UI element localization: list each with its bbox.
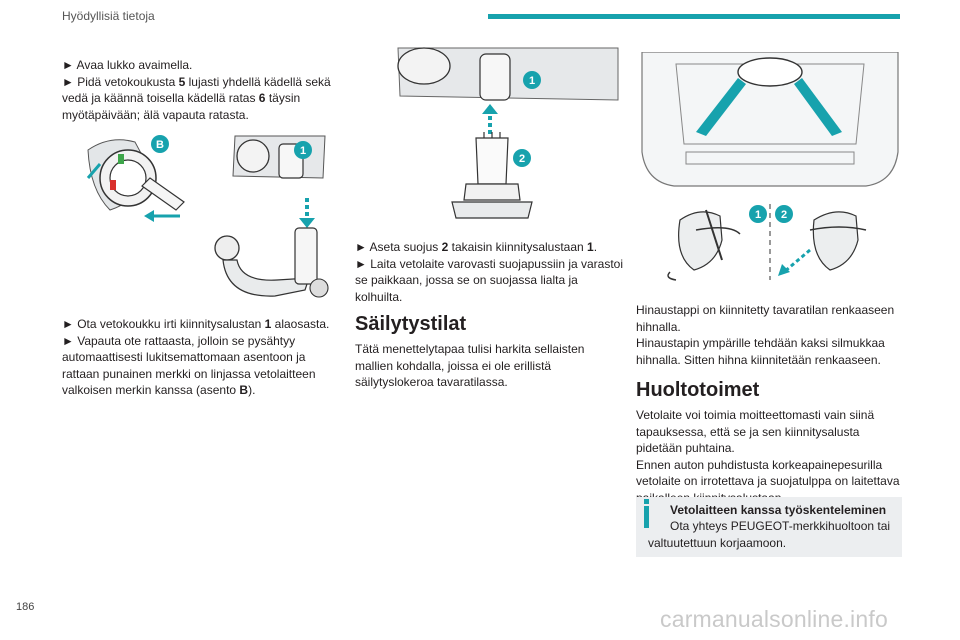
storage-body: Tätä menettelytapaa tulisi harkita sella…: [355, 342, 585, 389]
strap-loops-text: Hinaustapin ympärille tehdään kaksi silm…: [636, 336, 885, 367]
note-text: Ota yhteys PEUGEOT-merkkihuoltoon tai va…: [648, 519, 891, 550]
towbar-detach-figure: 1: [214, 135, 329, 298]
maintenance-heading: Huoltotoimet: [636, 379, 760, 401]
label-1: 1: [529, 75, 535, 87]
header-accent-bar: [488, 14, 900, 19]
tow-pin-strap-text: Hinaustappi on kiinnitetty tavaratilan r…: [636, 303, 895, 334]
col1-steps-top: ► Avaa lukko avaimella. ► Pidä vetokouku…: [62, 58, 331, 122]
col3-text: Hinaustappi on kiinnitetty tavaratilan r…: [636, 302, 904, 506]
label-2: 2: [781, 209, 787, 221]
label-b: B: [156, 139, 164, 151]
col2-steps: ► Aseta suojus 2 takaisin kiinnitysalust…: [355, 240, 624, 304]
col2-storage-section: Säilytystilat Tätä menettelytapaa tulisi…: [355, 312, 623, 391]
storage-heading: Säilytystilat: [355, 313, 467, 335]
header-title: Hyödyllisiä tietoja: [62, 9, 155, 23]
info-icon: [644, 499, 649, 528]
label-1: 1: [755, 209, 761, 221]
col1-steps-bottom: ► Ota vetokoukku irti kiinnitysalustan 1…: [62, 317, 330, 397]
strap-loops-figure: 1 2: [667, 204, 867, 281]
info-note: Vetolaitteen kanssa työskenteleminen Ota…: [636, 497, 902, 557]
page-number: 186: [16, 601, 35, 613]
luggage-compartment-figure: [641, 52, 899, 187]
maintenance-text-1: Vetolaite voi toimia moitteettomasti vai…: [636, 408, 875, 455]
note-title: Vetolaitteen kanssa työskenteleminen: [670, 503, 887, 517]
label-2: 2: [519, 153, 525, 165]
protective-cap-figure: 1 2: [397, 47, 619, 219]
towbar-handwheel-figure: B: [86, 135, 185, 222]
watermark: carmanualsonline.info: [660, 606, 888, 632]
label-1: 1: [300, 145, 306, 157]
